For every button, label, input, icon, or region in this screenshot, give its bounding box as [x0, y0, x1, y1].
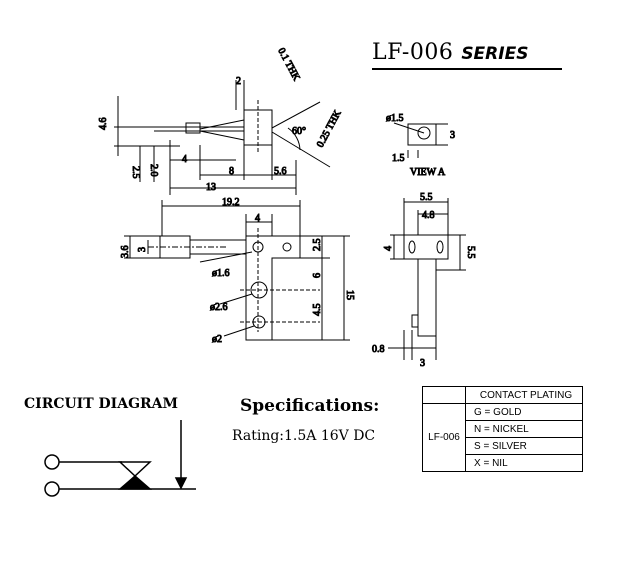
side-leg — [417, 258, 437, 337]
dim-2: 2 — [236, 76, 241, 87]
dim-2-0: 2.0 — [148, 164, 159, 177]
plating-row: LF-006 G = GOLD — [422, 403, 583, 472]
dim-0-8: 0.8 — [372, 344, 385, 355]
lever-arm — [199, 119, 245, 130]
dim-1-5: 1.5 — [392, 153, 405, 164]
dim-4-mid: 4 — [255, 213, 260, 224]
dim-3-bottom: 3 — [420, 358, 425, 369]
dim-4-8: 4.8 — [422, 210, 435, 221]
plating-option-gold: G = GOLD — [465, 403, 583, 421]
dim-19-2: 19.2 — [222, 197, 240, 208]
dim-5-5-top: 5.5 — [420, 192, 433, 203]
side-tab — [411, 314, 419, 328]
view-a-label: VIEW A — [410, 167, 446, 178]
dim-5-6: 5.6 — [274, 166, 287, 177]
dim-5-5-side: 5.5 — [465, 246, 476, 259]
view-a-hole — [417, 126, 431, 140]
terminal-plate — [245, 235, 301, 341]
plating-option-nil: X = NIL — [465, 454, 583, 472]
dim-3-view: 3 — [450, 130, 455, 141]
plating-option-nickel: N = NICKEL — [465, 420, 583, 438]
dim-4-6: 4.6 — [98, 118, 109, 131]
contact-open — [118, 461, 152, 478]
lever-arm-2 — [199, 130, 245, 141]
title-underline — [372, 68, 562, 70]
spec-rating: Rating:1.5A 16V DC — [232, 428, 376, 444]
plating-table: CONTACT PLATING LF-006 G = GOLD N = NICK… — [422, 386, 583, 472]
dim-2-5-side: 2.5 — [130, 166, 141, 179]
dim-60deg: 60° — [292, 126, 306, 137]
dim-8: 8 — [229, 166, 234, 177]
top-side-view: 2 0.1 THK 4.6 60° 0.25 THK 4 2.5 2.0 8 5… — [98, 46, 344, 195]
dim-2-5-right: 2.5 — [312, 239, 323, 252]
lever-wire — [271, 131, 331, 168]
plating-row: X = NIL — [423, 454, 583, 472]
dim-4-side: 4 — [383, 246, 394, 251]
dia-1-6: ø1.6 — [212, 268, 230, 279]
dim-4-top: 4 — [182, 154, 187, 165]
circuit-diagram — [44, 420, 196, 497]
front-view: 19.2 4 3.6 3 2.5 6 15 4.5 ø1.6 ø2.6 ø2 — [120, 197, 356, 346]
view-a: ø1.5 1.5 3 VIEW A — [386, 113, 456, 179]
dia-2: ø2 — [212, 334, 222, 345]
title-series: SERIES — [461, 44, 529, 64]
contact-closed — [117, 475, 153, 490]
dim-15: 15 — [344, 290, 355, 300]
spec-heading: Specifications: — [240, 396, 380, 416]
plating-model: LF-006 — [422, 403, 466, 472]
plating-header-row: CONTACT PLATING — [422, 386, 583, 404]
dim-thk-top: 0.1 THK — [275, 46, 302, 83]
title: LF-006 SERIES — [372, 40, 562, 70]
side-top-block — [403, 234, 449, 260]
side-hole-1 — [408, 240, 416, 254]
side-view: 5.5 4.8 4 5.5 0.8 3 — [372, 192, 477, 370]
actuator-block — [185, 122, 201, 134]
dia-1-5: ø1.5 — [386, 113, 404, 124]
dim-3: 3 — [137, 247, 148, 252]
plating-option-silver: S = SILVER — [465, 437, 583, 455]
terminal-2 — [44, 481, 60, 497]
arrow-head — [174, 477, 188, 490]
dim-thk-lever: 0.25 THK — [315, 108, 344, 149]
dia-2-6: ø2.6 — [210, 302, 228, 313]
circuit-heading: CIRCUIT DIAGRAM — [24, 396, 179, 412]
terminal-1 — [44, 454, 60, 470]
side-hole-2 — [436, 240, 444, 254]
plating-header: CONTACT PLATING — [465, 386, 583, 404]
thk-leader — [271, 101, 321, 129]
title-model: LF-006 — [372, 40, 454, 65]
dim-4-5: 4.5 — [312, 304, 323, 317]
dim-13: 13 — [206, 182, 216, 193]
view-a-outline — [407, 123, 437, 146]
hole-right — [282, 242, 292, 252]
angle-arc — [287, 127, 301, 151]
dim-3-6: 3.6 — [120, 246, 131, 259]
dim-6: 6 — [312, 273, 323, 278]
